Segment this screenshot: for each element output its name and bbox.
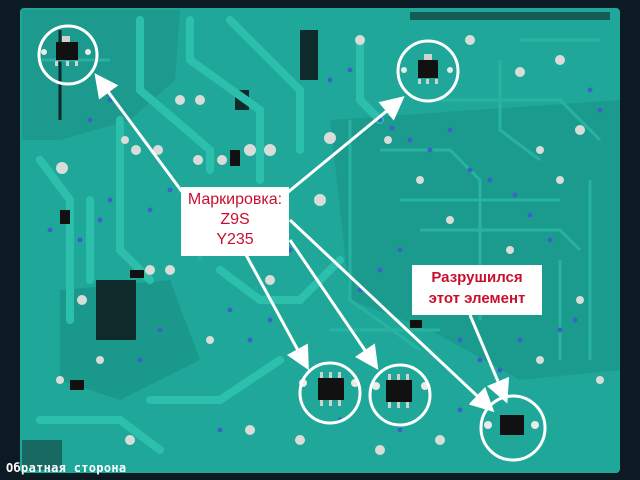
smd-components	[56, 42, 524, 435]
arrow-to-bottom-middle	[288, 239, 379, 370]
marker-circle-top-right	[396, 39, 460, 103]
component-top-left	[56, 42, 78, 60]
destroyed-line-2: этот элемент	[428, 290, 526, 307]
arrow-to-bottom-left	[243, 252, 309, 371]
arrow-to-top-left	[94, 73, 185, 194]
photo-caption: Обратная сторона	[6, 461, 127, 475]
pointer-arrows	[94, 73, 510, 413]
highlight-circles	[37, 24, 547, 462]
board-cutout	[96, 280, 136, 340]
marker-circle-bottom-middle	[368, 363, 432, 427]
destroyed-line-1: Разрушился	[431, 269, 523, 286]
arrow-to-destroyed-1	[288, 218, 495, 413]
marker-circle-bottom-left	[298, 361, 362, 425]
component-top-right	[418, 60, 438, 78]
solder-pads	[56, 35, 604, 455]
marker-circle-top-left	[37, 24, 99, 86]
destroyed-callout: Разрушился этот элемент	[412, 265, 542, 315]
marking-code-2: Y235	[216, 231, 254, 248]
component-destroyed	[500, 415, 524, 435]
component-bottom-middle-right	[386, 380, 412, 402]
vias	[47, 67, 603, 433]
component-bottom-middle-left	[318, 378, 344, 400]
arrow-to-destroyed-2	[468, 314, 510, 404]
arrow-to-top-right	[286, 96, 405, 195]
marking-code-1: Z9S	[220, 211, 250, 228]
marker-circle-destroyed	[479, 394, 547, 462]
marking-callout: Маркировка: Z9S Y235	[181, 187, 289, 256]
marking-label: Маркировка:	[187, 191, 283, 208]
